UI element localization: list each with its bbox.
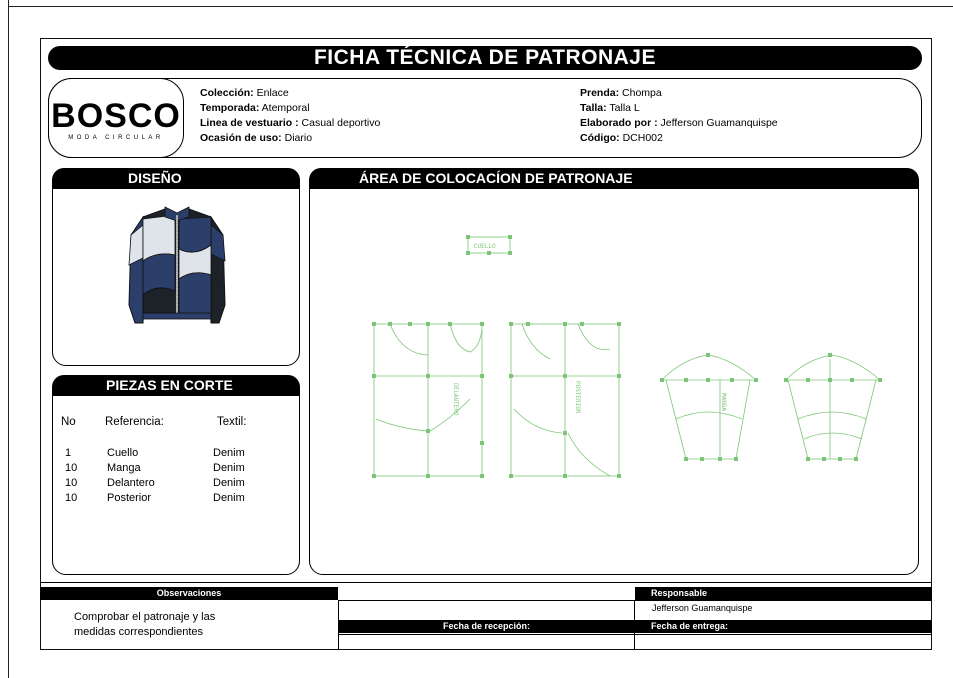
row-ref: Manga xyxy=(107,462,141,474)
logo-tagline: MODA CIRCULAR xyxy=(68,135,164,141)
footer-line-mid xyxy=(338,600,932,601)
observaciones-line-2: medidas correspondientes xyxy=(74,626,204,638)
page-top-border xyxy=(8,6,953,7)
pieces-panel: PIEZAS EN CORTE No Referencia: Textil: 1… xyxy=(52,375,300,575)
row-ref: Cuello xyxy=(107,447,139,459)
row-textil: Denim xyxy=(213,462,245,474)
row-textil: Denim xyxy=(213,447,245,459)
row-no: 10 xyxy=(65,477,78,489)
info-left: Colección: Enlace Temporada: Atemporal L… xyxy=(200,86,380,146)
design-panel: DISEÑO xyxy=(52,168,300,366)
info-right: Prenda: Chompa Talla: Talla L Elaborado … xyxy=(580,86,778,146)
pattern-layout: CUELLO DELANTERO POSTERIOR MANGA xyxy=(372,235,882,478)
pattern-panel: ÁREA DE COLOCACÍON DE PATRONAJE xyxy=(309,168,919,575)
table-row: 1 Cuello Denim xyxy=(61,447,281,462)
column-referencia: Referencia: xyxy=(105,416,164,428)
pieces-panel-heading: PIEZAS EN CORTE xyxy=(52,375,300,396)
page-title: FICHA TÉCNICA DE PATRONAJE xyxy=(48,46,922,70)
footer-line-low xyxy=(338,634,932,635)
row-textil: Denim xyxy=(213,492,245,504)
label-manga: MANGA xyxy=(720,393,727,411)
info-linea: Linea de vestuario : Casual deportivo xyxy=(200,117,381,129)
table-row: 10 Manga Denim xyxy=(61,462,281,477)
row-ref: Posterior xyxy=(107,492,152,504)
info-coleccion: Colección: Enlace xyxy=(200,87,289,99)
jacket-illustration xyxy=(128,206,226,324)
table-row: 10 Delantero Denim xyxy=(61,477,281,492)
row-no: 1 xyxy=(65,447,72,459)
info-temporada: Temporada: Atemporal xyxy=(200,102,310,114)
column-textil: Textil: xyxy=(217,416,247,428)
row-no: 10 xyxy=(65,462,78,474)
brand-logo: BOSCO MODA CIRCULAR xyxy=(48,78,184,158)
row-textil: Denim xyxy=(213,477,245,489)
label-cuello: CUELLO xyxy=(474,243,496,250)
info-talla: Talla: Talla L xyxy=(580,102,640,114)
responsable-value: Jefferson Guamanquispe xyxy=(652,603,753,613)
row-ref: Delantero xyxy=(107,477,155,489)
fecha-entrega-label: Fecha de entrega: xyxy=(635,620,932,633)
table-row: 10 Posterior Denim xyxy=(61,492,281,507)
pattern-panel-heading: ÁREA DE COLOCACÍON DE PATRONAJE xyxy=(309,168,919,189)
footer-top-line xyxy=(40,582,932,583)
label-posterior: POSTERIOR xyxy=(574,381,581,414)
design-panel-heading: DISEÑO xyxy=(52,168,300,189)
label-delantero: DELANTERO xyxy=(452,383,459,416)
info-elaborado: Elaborado por : Jefferson Guamanquispe xyxy=(580,117,778,129)
fecha-recepcion-label: Fecha de recepción: xyxy=(338,620,635,633)
info-ocasion: Ocasión de uso: Diario xyxy=(200,132,313,144)
info-codigo: Código: DCH002 xyxy=(580,132,663,144)
info-prenda: Prenda: Chompa xyxy=(580,87,662,99)
row-no: 10 xyxy=(65,492,78,504)
page-left-border xyxy=(8,0,9,678)
logo-text: BOSCO xyxy=(51,97,181,135)
sheet-border xyxy=(40,38,932,650)
column-no: No xyxy=(61,416,76,428)
observaciones-line-1: Comprobar el patronaje y las xyxy=(74,611,216,623)
observaciones-text: Comprobar el patronaje y las medidas cor… xyxy=(74,610,215,640)
pieces-header-row: No Referencia: Textil: xyxy=(61,416,281,431)
observaciones-label: Observaciones xyxy=(40,587,338,600)
responsable-label: Responsable xyxy=(635,587,932,600)
